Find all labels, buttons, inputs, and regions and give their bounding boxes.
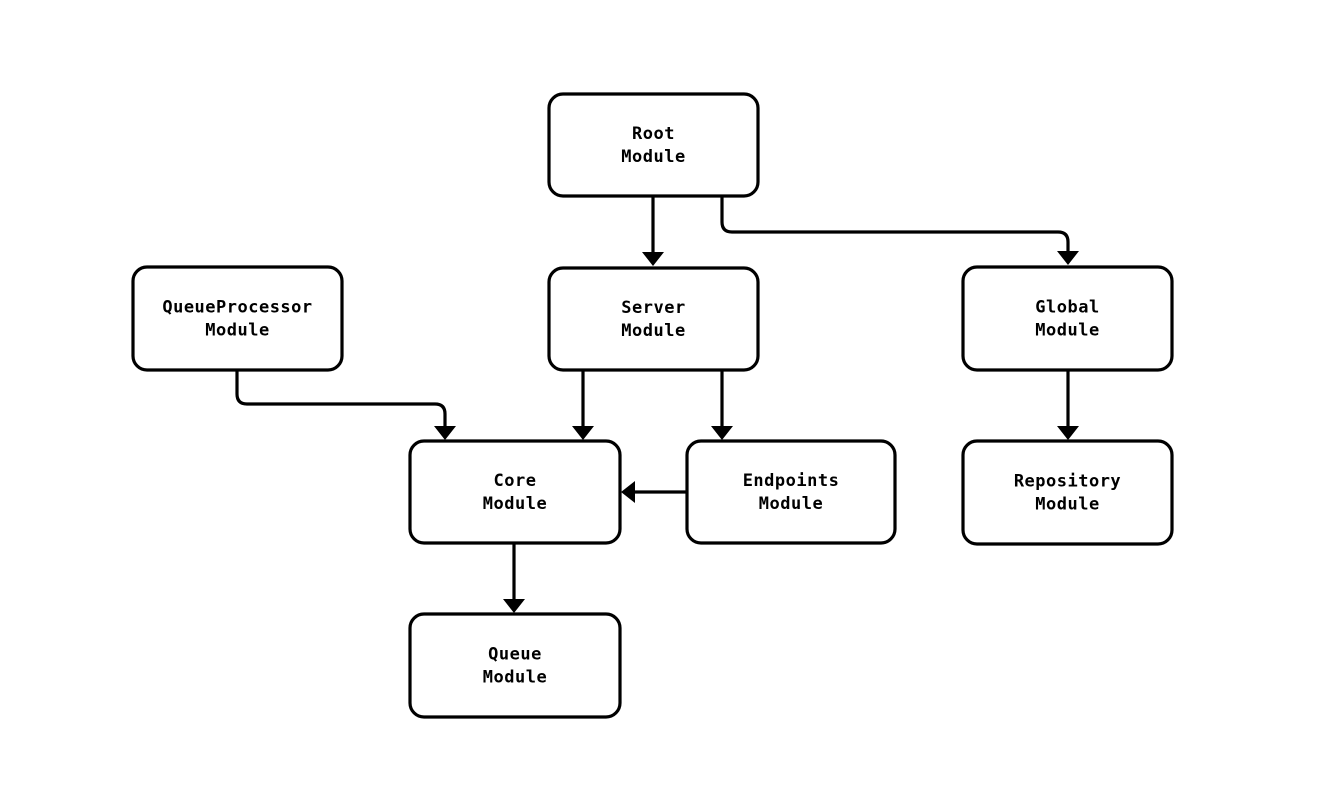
node-label-line2-root: Module	[621, 147, 685, 167]
nodes-layer: RootModuleQueueProcessorModuleServerModu…	[131, 92, 1174, 719]
edges-layer	[235, 196, 1079, 613]
node-label-line1-core: Core	[494, 471, 537, 491]
node-label-line1-queueprocessor: QueueProcessor	[162, 298, 312, 318]
edge-server-to-core	[572, 370, 594, 440]
node-label-line2-queueprocessor: Module	[205, 321, 269, 341]
edge-root-to-server	[642, 196, 664, 266]
node-box-root[interactable]	[547, 92, 760, 198]
node-label-line1-queue: Queue	[488, 645, 542, 665]
node-box-global[interactable]	[961, 265, 1174, 372]
node-label-line1-global: Global	[1035, 298, 1099, 318]
node-box-endpoints[interactable]	[685, 439, 897, 545]
node-label-line2-queue: Module	[483, 668, 547, 688]
node-box-queue[interactable]	[408, 612, 622, 719]
arrow-head-icon	[572, 426, 594, 440]
edge-root-to-global	[720, 196, 1079, 265]
arrow-head-icon	[711, 426, 733, 440]
node-label-line2-core: Module	[483, 494, 547, 514]
edge-queueprocessor-to-core	[235, 370, 456, 440]
node-label-line1-endpoints: Endpoints	[743, 471, 840, 491]
edge-line	[235, 370, 447, 430]
node-box-repository[interactable]	[961, 439, 1174, 546]
edge-global-to-repository	[1057, 370, 1079, 440]
node-label-line2-endpoints: Module	[759, 494, 823, 514]
arrow-head-icon	[1057, 251, 1079, 265]
arrow-head-icon	[621, 481, 635, 503]
arrow-head-icon	[503, 599, 525, 613]
arrow-head-icon	[1057, 426, 1079, 440]
arrow-head-icon	[642, 252, 664, 266]
node-label-line1-server: Server	[621, 298, 685, 318]
edge-server-to-endpoints	[711, 370, 733, 440]
arrow-head-icon	[434, 426, 456, 440]
node-box-queueprocessor[interactable]	[131, 265, 344, 372]
edge-endpoints-to-core	[621, 481, 687, 503]
edge-line	[720, 196, 1070, 255]
node-box-core[interactable]	[408, 439, 622, 545]
node-label-line1-repository: Repository	[1014, 472, 1121, 492]
node-label-line2-global: Module	[1035, 321, 1099, 341]
node-label-line1-root: Root	[632, 124, 675, 144]
node-box-server[interactable]	[547, 266, 760, 372]
node-label-line2-repository: Module	[1035, 495, 1099, 515]
edge-core-to-queue	[503, 543, 525, 613]
node-label-line2-server: Module	[621, 321, 685, 341]
